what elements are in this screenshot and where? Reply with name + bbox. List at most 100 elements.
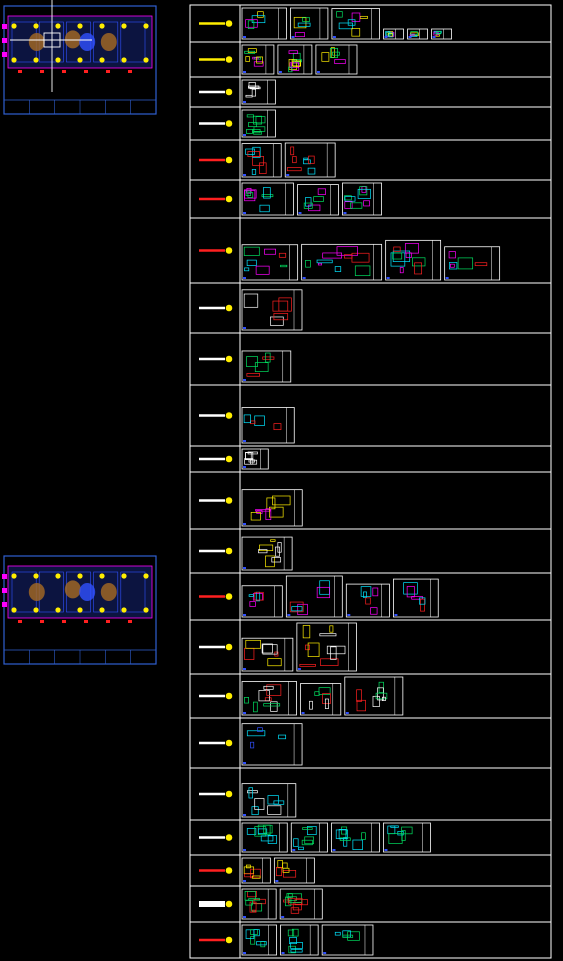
- thumbnail-detail: [361, 832, 366, 840]
- thumbnail-detail: [309, 700, 313, 710]
- thumbnail-tag: [243, 277, 246, 279]
- thumbnail-detail: [289, 62, 299, 68]
- row-index-bubble: [225, 936, 233, 944]
- thumbnail-tag: [281, 952, 285, 954]
- thumbnail-detail: [255, 265, 270, 275]
- drawing-thumbnail: [300, 683, 342, 716]
- thumbnail-frame: [241, 289, 303, 331]
- thumbnail-detail: [341, 826, 348, 835]
- thumbnail-detail: [254, 826, 267, 837]
- row-marker-bar: [199, 90, 225, 94]
- thumbnail-tag: [243, 814, 246, 816]
- drawing-thumbnail: [241, 407, 295, 444]
- thumbnail-detail: [410, 31, 418, 36]
- thumbnail-detail: [246, 187, 252, 194]
- thumbnail-detail: [270, 539, 276, 542]
- table-row: [190, 139, 551, 178]
- thumbnail-detail: [246, 129, 253, 134]
- thumbnail-detail: [334, 266, 342, 272]
- thumbnail-detail: [266, 684, 282, 696]
- plan-side-tag: [2, 602, 7, 607]
- thumbnail-detail: [322, 252, 342, 259]
- thumbnail-detail: [244, 267, 250, 272]
- thumbnail-tag: [302, 277, 306, 279]
- drawing-thumbnail: [383, 822, 431, 853]
- thumbnail-detail: [457, 257, 474, 270]
- thumbnail-detail: [265, 508, 272, 521]
- row-marker-bar: [199, 357, 225, 361]
- thumbnail-frame: [331, 822, 380, 853]
- drawing-thumbnail: [296, 622, 357, 672]
- thumbnail-detail: [404, 243, 419, 254]
- thumbnail-detail: [356, 689, 362, 702]
- thumbnail-detail: [287, 929, 295, 937]
- thumbnail-detail: [399, 267, 404, 274]
- thumbnail-detail: [256, 510, 263, 514]
- plan-dimension-mark: [106, 70, 110, 73]
- thumbnail-detail: [414, 262, 423, 275]
- drawing-thumbnail: [241, 109, 276, 138]
- plan-side-tag: [2, 588, 7, 593]
- thumbnail-detail: [324, 698, 329, 709]
- thumbnail-detail: [288, 58, 298, 70]
- plan-light-fixture: [77, 23, 83, 29]
- thumbnail-detail: [347, 931, 360, 941]
- plan-side-tag: [2, 574, 7, 579]
- row-index-bubble: [225, 355, 233, 363]
- table-row: [190, 572, 551, 618]
- thumbnail-detail: [250, 512, 261, 521]
- plan-light-fixture: [121, 23, 127, 29]
- table-row: [190, 619, 551, 672]
- thumbnail-detail: [449, 263, 455, 268]
- thumbnail-frame: [241, 585, 283, 618]
- plan-light-fixture: [11, 57, 17, 63]
- thumbnail-detail: [255, 116, 266, 124]
- drawing-thumbnail: [284, 142, 336, 178]
- thumbnail-detail: [305, 644, 310, 651]
- thumbnail-detail: [267, 795, 279, 805]
- thumbnail-detail: [246, 259, 257, 266]
- table-border: [189, 4, 552, 959]
- plan-furniture: [28, 583, 45, 601]
- thumbnail-tag: [243, 71, 246, 73]
- drawing-thumbnail: [331, 822, 380, 853]
- drawing-thumbnail: [241, 143, 282, 178]
- thumbnail-tag: [298, 212, 302, 214]
- thumbnail-frame: [345, 583, 390, 618]
- thumbnail-detail: [305, 197, 312, 207]
- thumbnail-frame: [431, 28, 452, 40]
- row-marker-bar: [199, 158, 225, 162]
- thumbnail-detail: [357, 188, 371, 199]
- row-marker-bar: [199, 122, 225, 125]
- row-marker-bar: [199, 549, 225, 553]
- thumbnail-detail: [247, 151, 260, 157]
- thumbnail-tag: [323, 952, 327, 954]
- thumbnail-detail: [344, 254, 353, 259]
- plan-light-fixture: [143, 57, 149, 63]
- thumbnail-detail: [351, 28, 361, 37]
- plan-dimension-mark: [62, 620, 66, 623]
- row-index-bubble: [225, 790, 233, 798]
- thumbnail-tag: [332, 36, 336, 38]
- thumbnail-detail: [352, 839, 363, 850]
- row-marker-bar: [199, 694, 225, 698]
- thumbnail-detail: [254, 362, 269, 372]
- thumbnail-detail: [392, 252, 403, 260]
- drawing-thumbnail: [241, 448, 269, 470]
- thumbnail-detail: [365, 597, 371, 605]
- table-row: [190, 76, 551, 105]
- thumbnail-detail: [329, 625, 334, 633]
- thumbnail-detail: [257, 828, 268, 834]
- crosshair-pickbox: [43, 32, 61, 48]
- thumbnail-detail: [253, 929, 260, 937]
- thumbnail-detail: [288, 66, 293, 73]
- plan-dimension-mark: [128, 620, 132, 623]
- row-marker-bar: [199, 645, 225, 649]
- thumbnail-detail: [247, 192, 254, 198]
- plan-furniture: [64, 580, 81, 599]
- thumbnail-detail: [301, 839, 313, 846]
- thumbnail-tag: [243, 567, 246, 569]
- thumbnail-detail: [338, 22, 354, 30]
- thumbnail-detail: [297, 22, 311, 27]
- floor-plan-group: [2, 0, 157, 665]
